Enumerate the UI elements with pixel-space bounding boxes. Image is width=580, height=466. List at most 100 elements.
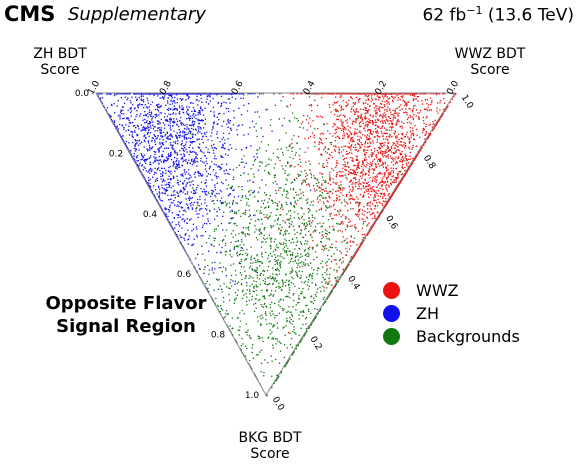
- point-backgrounds: [307, 279, 310, 281]
- point-backgrounds: [253, 303, 255, 305]
- point-zh: [181, 147, 183, 150]
- point-backgrounds: [248, 335, 251, 337]
- point-backgrounds: [234, 299, 236, 302]
- point-wwz: [322, 188, 324, 191]
- point-backgrounds: [273, 382, 275, 384]
- point-zh: [193, 158, 195, 160]
- point-wwz: [329, 178, 331, 180]
- point-wwz: [365, 112, 367, 114]
- point-wwz: [341, 146, 343, 148]
- point-backgrounds: [286, 230, 288, 232]
- point-zh: [185, 184, 187, 186]
- point-wwz: [368, 184, 370, 186]
- point-zh: [236, 129, 238, 131]
- point-zh: [149, 125, 152, 127]
- point-zh: [157, 159, 159, 162]
- point-zh: [134, 131, 136, 133]
- point-wwz: [349, 195, 351, 197]
- point-wwz: [366, 152, 368, 154]
- point-wwz: [418, 117, 420, 119]
- point-wwz: [310, 104, 312, 106]
- point-backgrounds: [255, 284, 257, 286]
- point-zh: [227, 172, 229, 175]
- point-wwz: [344, 115, 346, 117]
- point-wwz: [366, 123, 369, 126]
- point-backgrounds: [294, 206, 296, 208]
- point-zh: [131, 134, 133, 136]
- point-wwz: [380, 193, 383, 195]
- point-zh: [169, 206, 171, 208]
- point-wwz: [384, 161, 386, 163]
- point-zh: [175, 140, 177, 143]
- point-backgrounds: [220, 168, 222, 170]
- point-zh: [154, 171, 156, 173]
- point-backgrounds: [307, 207, 309, 210]
- point-wwz: [317, 116, 320, 118]
- point-zh: [170, 117, 172, 119]
- point-wwz: [396, 112, 398, 114]
- point-wwz: [354, 132, 356, 134]
- point-wwz: [379, 148, 381, 150]
- point-wwz: [349, 147, 351, 149]
- point-backgrounds: [327, 219, 330, 221]
- point-backgrounds: [289, 188, 292, 190]
- point-zh: [212, 190, 214, 192]
- point-backgrounds: [237, 240, 239, 242]
- point-wwz: [351, 259, 353, 261]
- point-zh: [142, 119, 144, 121]
- point-backgrounds: [262, 306, 265, 309]
- point-zh: [167, 208, 170, 211]
- point-backgrounds: [288, 239, 290, 242]
- point-zh: [185, 160, 187, 162]
- point-wwz: [419, 93, 421, 95]
- point-wwz: [386, 188, 388, 190]
- point-wwz: [334, 208, 336, 211]
- point-backgrounds: [258, 260, 260, 263]
- point-backgrounds: [278, 287, 280, 289]
- point-wwz: [329, 294, 331, 296]
- point-backgrounds: [325, 205, 327, 207]
- point-wwz: [356, 169, 358, 171]
- point-zh: [170, 173, 172, 175]
- point-zh: [144, 114, 146, 116]
- point-zh: [132, 141, 134, 144]
- point-backgrounds: [326, 192, 328, 194]
- point-backgrounds: [241, 195, 244, 197]
- point-wwz: [367, 139, 369, 141]
- point-wwz: [391, 181, 393, 183]
- point-zh: [164, 192, 166, 194]
- point-zh: [198, 112, 200, 114]
- point-wwz: [426, 99, 429, 101]
- point-zh: [179, 113, 181, 115]
- point-backgrounds: [212, 272, 215, 274]
- point-backgrounds: [286, 320, 288, 322]
- point-backgrounds: [276, 280, 278, 282]
- point-wwz: [299, 266, 301, 268]
- point-zh: [213, 147, 215, 149]
- point-backgrounds: [382, 166, 384, 168]
- point-backgrounds: [235, 148, 237, 150]
- point-backgrounds: [290, 147, 293, 149]
- point-zh: [151, 119, 153, 121]
- point-wwz: [359, 147, 361, 149]
- point-wwz: [351, 107, 353, 109]
- point-wwz: [379, 202, 381, 204]
- point-zh: [171, 94, 173, 96]
- point-zh: [192, 204, 194, 206]
- point-wwz: [384, 109, 386, 111]
- point-zh: [173, 141, 175, 143]
- point-backgrounds: [285, 273, 287, 275]
- point-backgrounds: [329, 142, 331, 144]
- point-wwz: [387, 141, 389, 144]
- point-zh: [150, 163, 152, 166]
- point-backgrounds: [245, 293, 247, 295]
- point-zh: [287, 162, 289, 164]
- point-zh: [131, 135, 134, 138]
- point-zh: [168, 186, 170, 188]
- point-backgrounds: [207, 264, 209, 267]
- point-backgrounds: [307, 252, 309, 254]
- point-wwz: [320, 96, 323, 99]
- point-wwz: [400, 144, 402, 146]
- point-zh: [150, 103, 152, 106]
- point-wwz: [408, 141, 410, 143]
